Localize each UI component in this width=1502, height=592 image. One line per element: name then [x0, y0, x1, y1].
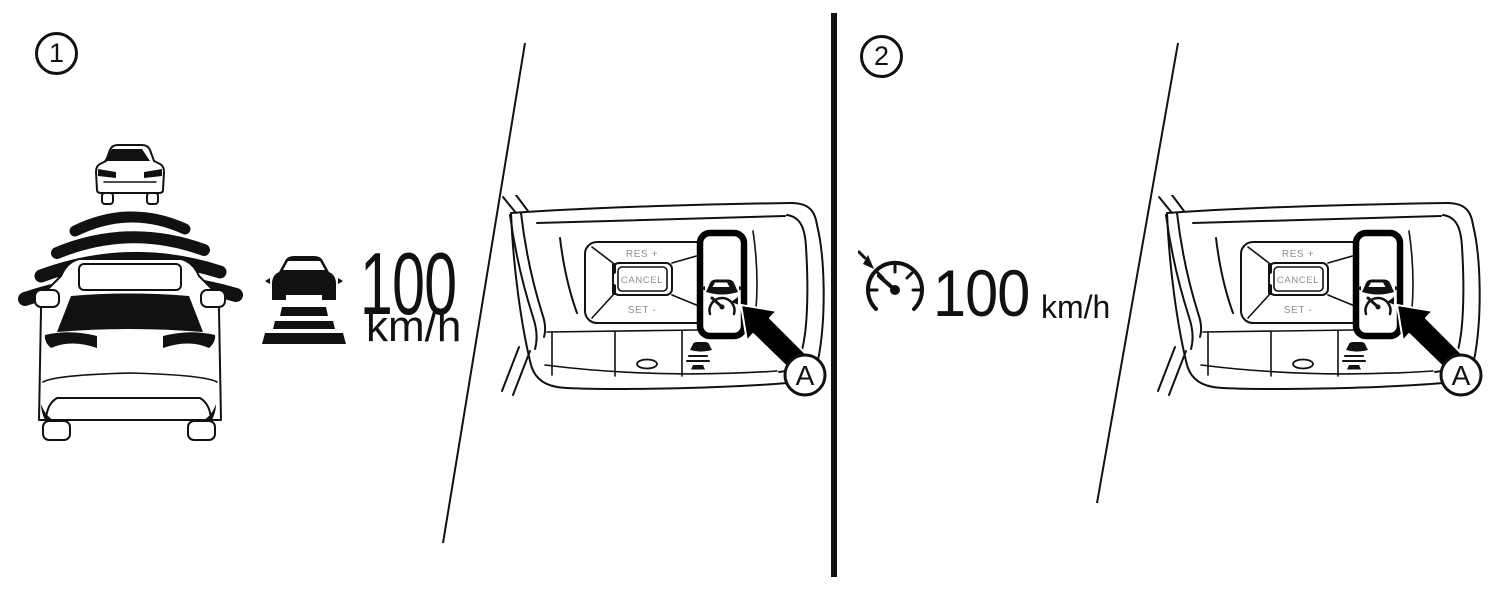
step1-badge-number: 1: [48, 38, 65, 68]
step1-inner-divider: [442, 42, 526, 544]
steering-wheel-spoke: [501, 195, 578, 396]
traffic-scene: [18, 144, 243, 441]
set-speed-arrow: [863, 255, 874, 269]
cancel-button: [612, 262, 673, 296]
switch-pod-outline: [510, 202, 825, 390]
step2-badge-number: 2: [873, 41, 890, 71]
strip-button: [636, 358, 658, 370]
set-distance-icon: [262, 256, 346, 344]
cruise-main-switch-icon: [1357, 279, 1399, 316]
cancel-button: [1268, 262, 1329, 296]
callout-a-label: A: [1452, 360, 1471, 391]
distance-button-icon: [1342, 342, 1368, 370]
switch-pod-outline: [1166, 202, 1481, 390]
pod-inner-top-edge: [1192, 215, 1442, 224]
distance-button-icon: [686, 342, 712, 370]
set-button-label: SET -: [628, 305, 656, 316]
pod-lower-strip: [544, 329, 778, 377]
set-button-label: SET -: [1284, 305, 1312, 316]
speedometer-icon: [858, 250, 924, 311]
callout-a: A: [783, 353, 827, 397]
pod-inner-top-edge: [536, 215, 786, 224]
step2-set-speed-value: 100: [933, 256, 1030, 330]
ego-car-icon: [34, 258, 226, 441]
cancel-button-label: CANCEL: [621, 275, 663, 286]
res-button-label: RES +: [1282, 249, 1314, 260]
step2-switch-pod: RES + CANCEL SET -: [1157, 195, 1483, 397]
step1-set-speed-value: 100: [360, 234, 457, 333]
step1-set-speed-unit: km/h: [366, 302, 462, 351]
pod-lower-strip: [1200, 329, 1434, 377]
step1-switch-pod: RES + CANCEL SET -: [501, 195, 827, 397]
strip-button: [1292, 358, 1314, 370]
lead-car-icon: [95, 144, 165, 205]
cancel-button-label: CANCEL: [1277, 275, 1319, 286]
step2-inner-divider: [1096, 42, 1179, 504]
res-button-label: RES +: [626, 249, 658, 260]
steering-wheel-spoke: [1157, 195, 1234, 396]
cruise-main-switch-icon: [701, 279, 743, 316]
step2-set-speed-unit: km/h: [1041, 289, 1111, 325]
step1-badge: 1: [35, 32, 78, 75]
callout-a-label: A: [796, 360, 815, 391]
callout-a: A: [1439, 353, 1483, 397]
step2-badge: 2: [860, 35, 903, 78]
